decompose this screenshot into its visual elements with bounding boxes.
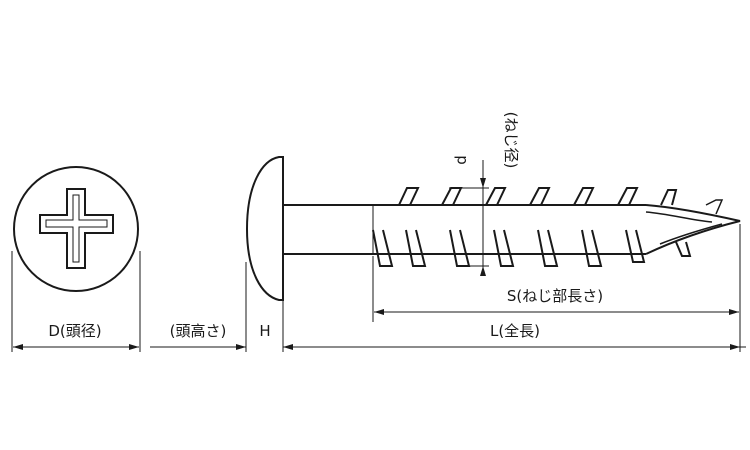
s-arrowhead-right xyxy=(729,309,739,315)
arrowhead-left xyxy=(13,344,23,350)
thread-diameter-dimension: d (ねじ径) xyxy=(449,112,520,276)
screw-tip xyxy=(645,204,741,255)
h-arrowhead-left xyxy=(236,344,246,350)
d-arrowhead-bottom xyxy=(480,266,486,276)
arrowhead-right xyxy=(129,344,139,350)
cross-recess-inner xyxy=(45,194,108,263)
phillips-cross-recess xyxy=(39,188,114,269)
l-arrowhead-right xyxy=(730,344,740,350)
thread-diameter-symbol: d xyxy=(452,155,470,165)
screw-head xyxy=(245,156,284,301)
thread-length-dimension: S(ねじ部長さ) xyxy=(372,256,739,322)
head-diameter-label: D(頭径) xyxy=(48,322,101,340)
head-outline-circle xyxy=(13,166,139,292)
screw-side-view xyxy=(245,156,741,301)
d-arrowhead-top xyxy=(480,178,486,188)
tip-cutting-flute xyxy=(645,211,723,245)
s-arrowhead-left xyxy=(374,309,384,315)
head-diameter-dimension: D(頭径) xyxy=(11,251,141,352)
head-height-label: (頭高さ) xyxy=(170,322,227,340)
total-length-label: L(全長) xyxy=(490,322,540,340)
head-height-dimension: (頭高さ) H xyxy=(150,262,746,352)
h-arrowhead-right xyxy=(283,344,293,350)
tip-end-thread xyxy=(705,199,724,215)
head-top-view xyxy=(13,166,139,292)
head-height-symbol: H xyxy=(259,322,270,340)
thread-diameter-label: (ねじ径) xyxy=(502,112,520,169)
thread-length-label: S(ねじ部長さ) xyxy=(507,287,603,305)
total-length-dimension: L(全長) xyxy=(490,224,741,352)
